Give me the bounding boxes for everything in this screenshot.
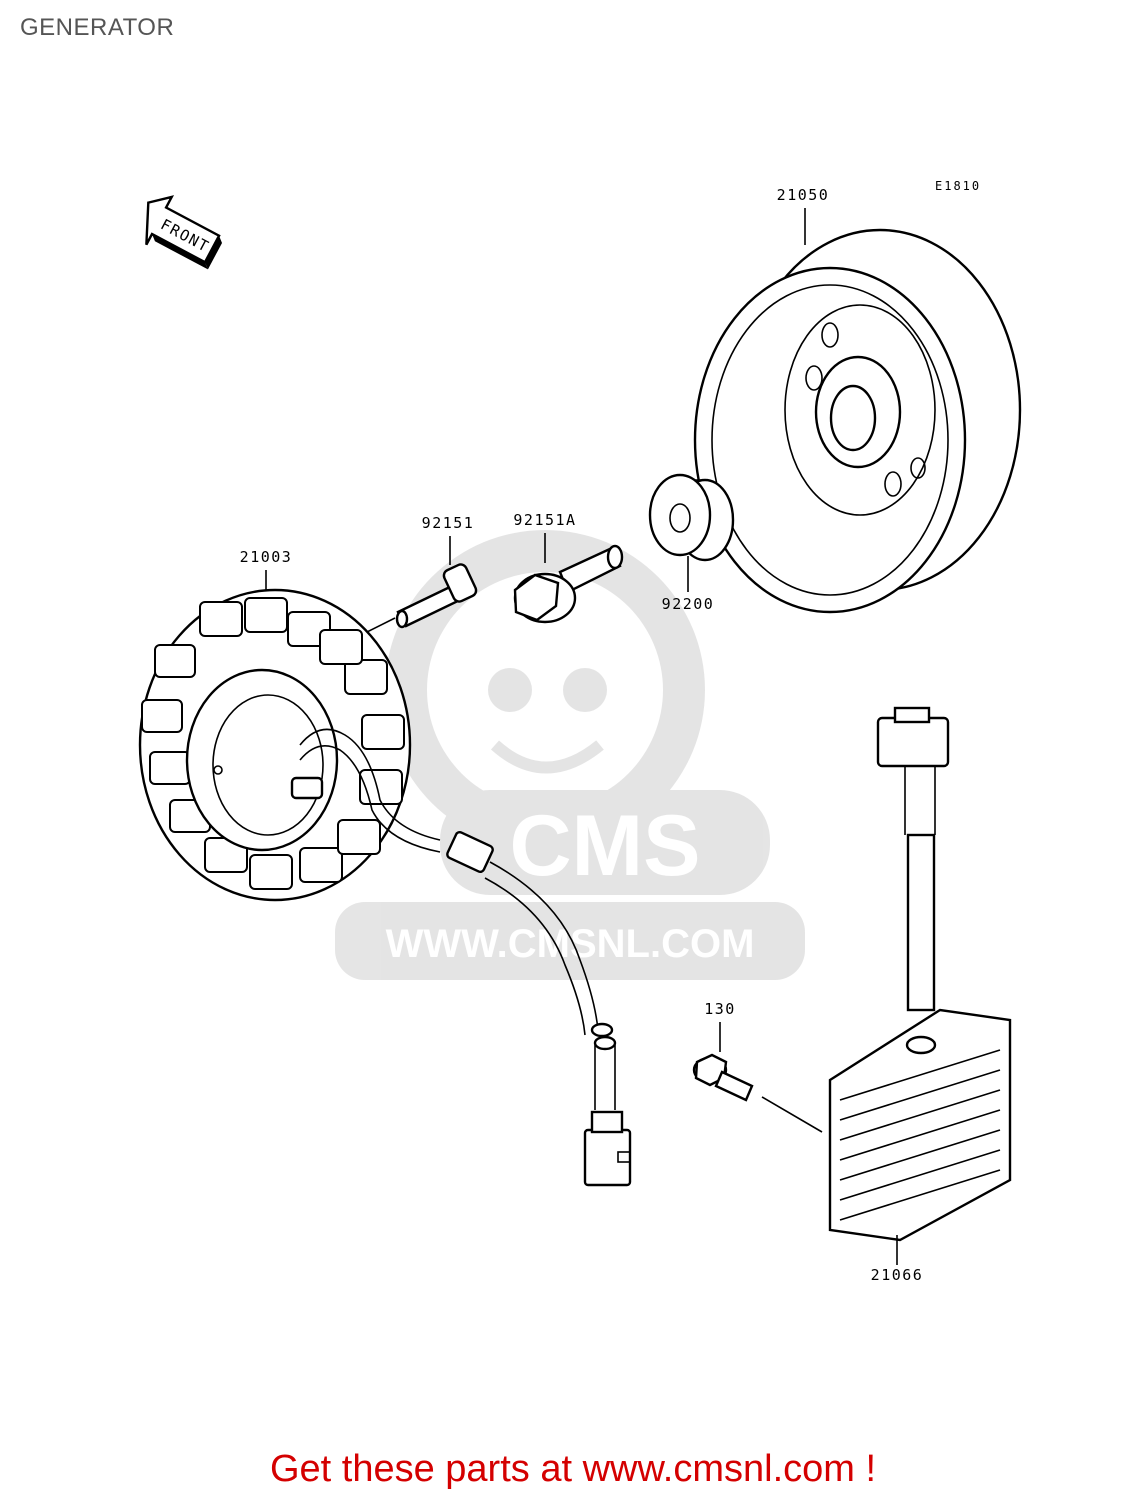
bolt-92151: 92151 [354,514,478,639]
regulator-rectifier: 21066 [828,706,1012,1284]
bolt-92151a: 92151A [513,511,624,624]
stator-wire-harness [446,830,632,1187]
bolt-130: 130 [692,1000,823,1133]
promo-link[interactable]: Get these parts at www.cmsnl.com ! [269,1448,877,1490]
front-direction-arrow: FRONT [145,195,223,270]
cmsnl-watermark: CMS WWW.CMSNL.COM [335,530,805,980]
diagram-code: E1810 [935,179,981,193]
part-number-92151: 92151 [422,514,475,532]
washer: 92200 [648,473,735,613]
page-title: GENERATOR [20,14,175,41]
part-number-92200: 92200 [662,595,715,613]
part-number-130: 130 [704,1000,736,1018]
watermark-url: WWW.CMSNL.COM [386,922,755,966]
part-number-21003: 21003 [240,548,293,566]
part-number-92151a: 92151A [513,511,576,529]
watermark-brand: CMS [509,798,700,894]
stator: 21003 [138,548,441,902]
flywheel-rotor: 21050 [693,186,1022,614]
part-number-21066: 21066 [871,1266,924,1284]
part-number-21050: 21050 [777,186,830,204]
